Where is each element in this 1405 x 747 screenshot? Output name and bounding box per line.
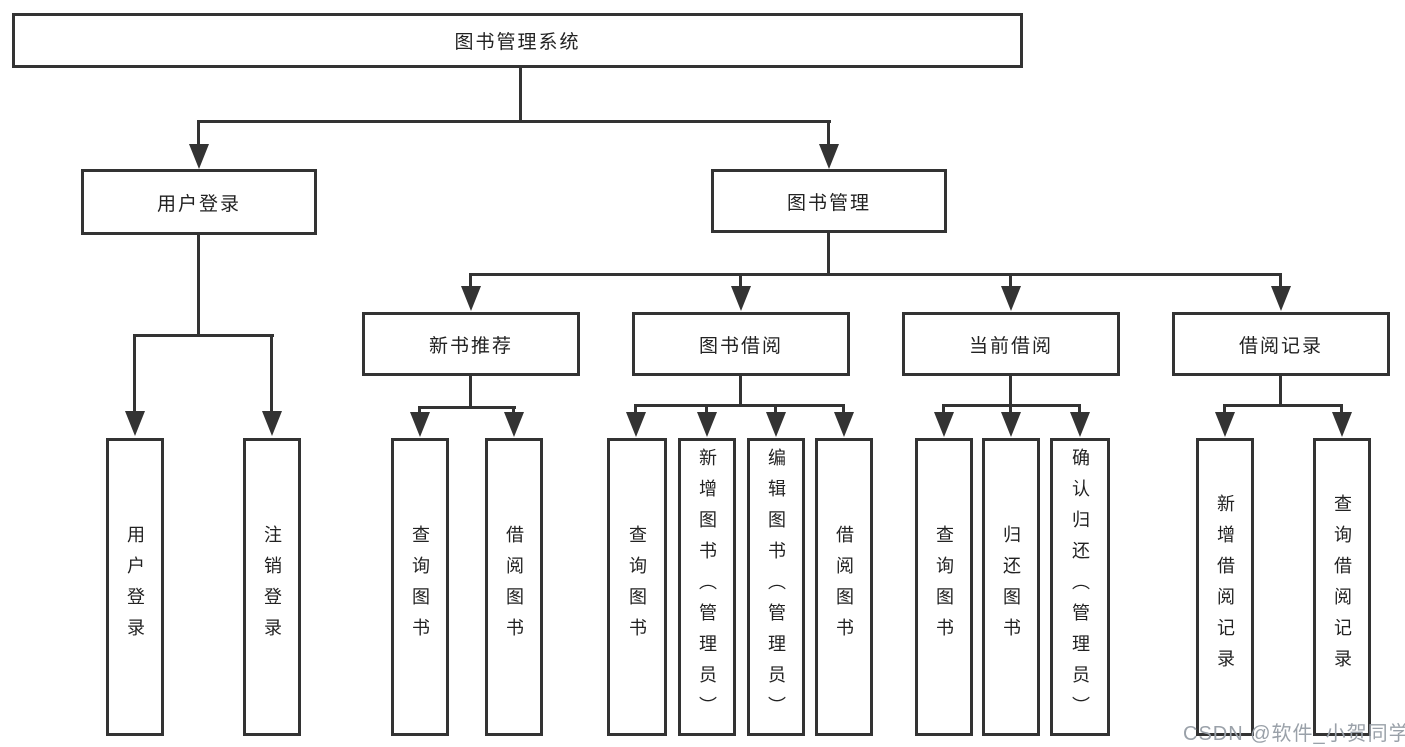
arrow-down-icon [626,404,646,437]
node-current-borrow: 当前借阅 [902,312,1120,376]
arrow-down-icon [834,404,854,437]
connector-root-split [198,120,831,123]
arrow-down-icon [766,404,786,437]
connector-root-stem [519,66,522,123]
arrow-down-icon [410,406,430,437]
arrow-down-icon [262,334,282,436]
leaf-borrow-search: 查询图书 [607,438,667,736]
node-new-book-recommend: 新书推荐 [362,312,580,376]
leaf-record-search: 查询借阅记录 [1313,438,1371,736]
connector-records-stem [1279,374,1282,407]
leaf-user-login: 用户登录 [106,438,164,736]
connector-records-split [1224,404,1343,407]
leaf-borrow-add-admin: 新增图书（管理员） [678,438,736,736]
connector-newbook-stem [469,374,472,409]
leaf-logout: 注销登录 [243,438,301,736]
leaf-borrow-edit-admin: 编辑图书（管理员） [747,438,805,736]
leaf-record-add: 新增借阅记录 [1196,438,1254,736]
connector-borrow-stem [739,374,742,407]
connector-borrow-split [635,404,845,407]
connector-current-stem [1009,374,1012,407]
arrow-down-icon [1332,404,1352,437]
arrow-down-icon [1001,273,1021,311]
leaf-current-return: 归还图书 [982,438,1040,736]
arrow-down-icon [1271,273,1291,311]
arrow-down-icon [1215,404,1235,437]
arrow-down-icon [504,406,524,437]
watermark: CSDN @软件_小贺同学 [1183,723,1405,745]
connector-mgmt-stem [827,231,830,276]
connector-current-split [943,404,1081,407]
node-borrow-records: 借阅记录 [1172,312,1390,376]
arrow-down-icon [189,120,209,169]
node-book-management: 图书管理 [711,169,947,233]
connector-login-split [134,334,274,337]
leaf-current-confirm-admin: 确认归还（管理员） [1050,438,1110,736]
connector-newbook-split [419,406,516,409]
arrow-down-icon [731,273,751,311]
arrow-down-icon [1001,404,1021,437]
node-root: 图书管理系统 [12,13,1023,68]
leaf-borrow-book: 借阅图书 [815,438,873,736]
leaf-newbook-search: 查询图书 [391,438,449,736]
arrow-down-icon [125,334,145,436]
node-book-borrow: 图书借阅 [632,312,850,376]
connector-login-stem [197,233,200,337]
arrow-down-icon [934,404,954,437]
arrow-down-icon [819,120,839,169]
leaf-newbook-borrow: 借阅图书 [485,438,543,736]
arrow-down-icon [697,404,717,437]
arrow-down-icon [461,273,481,311]
arrow-down-icon [1070,404,1090,437]
connector-mgmt-split [470,273,1282,276]
node-user-login: 用户登录 [81,169,317,235]
leaf-current-search: 查询图书 [915,438,973,736]
